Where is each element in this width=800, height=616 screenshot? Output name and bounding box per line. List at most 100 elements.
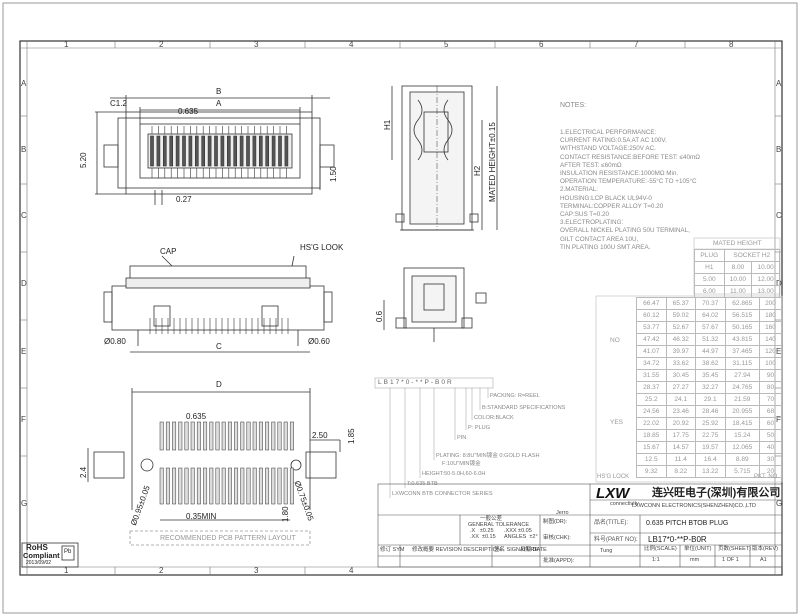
pin-body xyxy=(207,135,212,167)
zone-col-3: 3 xyxy=(254,40,259,49)
pin-body xyxy=(163,135,167,167)
dim-520: 5.20 xyxy=(79,152,88,168)
table-cell: 18.85 xyxy=(636,429,667,442)
part-code-label: P: PLUG xyxy=(468,425,491,431)
zone-col-1: 1 xyxy=(64,40,69,49)
table-cell: 22.75 xyxy=(695,429,726,442)
table-cell: 22.02 xyxy=(636,417,667,430)
part-code-label: PIN xyxy=(457,435,467,441)
table-cell: 59.02 xyxy=(665,309,696,322)
table-cell: 68 xyxy=(759,405,782,418)
pcb-pad xyxy=(190,421,195,451)
scale-value: 1:1 xyxy=(652,557,660,563)
table-cell: 20.955 xyxy=(724,405,760,418)
part-value: LB17*0-**P-B0R xyxy=(648,535,707,544)
mated-head-plug: PLUG xyxy=(694,249,725,262)
table-cell: 52.67 xyxy=(665,321,696,334)
pcb-caption: RECOMMENDED PCB PATTERN LAYOUT xyxy=(160,535,296,542)
tolerance-line: .X ±0.25 xyxy=(470,528,494,534)
table-cell: 41.07 xyxy=(636,345,667,358)
part-code-label: PLATING: 8:8U"MIN镀金 0:GOLD FLASH xyxy=(436,453,540,459)
table-cell: 47.42 xyxy=(636,333,667,346)
table-cell: 14.57 xyxy=(665,441,696,454)
pcb-pad xyxy=(258,421,263,451)
pin-body xyxy=(258,135,263,167)
part-code-label: LXWCONN BTB CONNECTOR SERIES xyxy=(392,491,493,497)
zone-row-e: E xyxy=(21,347,27,356)
table-cell: 43.815 xyxy=(724,333,760,346)
pcb-pad xyxy=(271,467,276,505)
pcb-pad xyxy=(252,467,257,505)
pcb-pad xyxy=(227,421,232,451)
pin-body xyxy=(246,135,250,167)
pin-body xyxy=(278,135,282,167)
zone-col-5: 5 xyxy=(444,40,449,49)
zone-col-2: 2 xyxy=(159,40,164,49)
mated-height-table: PLUG SOCKET H2 H1 8.00 10.00 5.00 10.00 … xyxy=(694,249,781,298)
top-view-pins xyxy=(150,126,289,178)
pcb-pad xyxy=(159,467,164,505)
table-cell: 21.59 xyxy=(724,393,760,406)
title-value: 0.635 PITCH BTOB PLUG xyxy=(646,520,729,527)
drawn-label: 制图(DR): xyxy=(543,519,568,525)
dim-185: 1.85 xyxy=(347,428,356,444)
rev-value: A1 xyxy=(760,557,767,563)
table-cell: 65.37 xyxy=(665,297,696,310)
zone-col-2-bottom: 2 xyxy=(159,566,164,575)
pcb-pad xyxy=(289,421,294,451)
table-cell: 39.97 xyxy=(665,345,696,358)
approved-by: Tung xyxy=(600,548,613,554)
pcb-pad xyxy=(271,421,276,451)
pcb-pad xyxy=(209,421,214,451)
table-cell: 60 xyxy=(759,417,782,430)
table-cell: 16.4 xyxy=(695,453,726,466)
mated-cell: 10.00 xyxy=(751,261,780,274)
pcb-pad xyxy=(196,421,201,451)
notes-line: WITHSTAND VOLTAGE:250V AC. xyxy=(560,145,656,153)
table-cell: 50.165 xyxy=(724,321,760,334)
zone-row-b: B xyxy=(21,145,27,154)
zone-row-c: C xyxy=(21,211,27,220)
table-cell: 27.94 xyxy=(724,369,760,382)
table-cell: 12.5 xyxy=(636,453,667,466)
pin-body xyxy=(201,135,205,167)
notes-line: CAP:SUS T=0.20 xyxy=(560,211,610,219)
table-cell: 17.75 xyxy=(665,429,696,442)
company-logo: LXW connectivity xyxy=(596,486,639,508)
table-cell: 15.67 xyxy=(636,441,667,454)
table-cell: 19.57 xyxy=(695,441,726,454)
rev-header-sym: 修订 SYM xyxy=(380,547,405,553)
dim-b: B xyxy=(216,87,222,96)
dim-06: 0.6 xyxy=(375,310,384,322)
pcb-pad xyxy=(221,467,226,505)
table-cell: 50 xyxy=(759,429,782,442)
table-cell: 64.02 xyxy=(695,309,726,322)
table-cell: 90 xyxy=(759,369,782,382)
pcb-pad xyxy=(178,467,183,505)
notes-line: 2.MATERIAL: xyxy=(560,186,599,194)
table-cell: 24.56 xyxy=(636,405,667,418)
dim-c: C xyxy=(216,342,222,351)
dim-080: Ø0.80 xyxy=(104,337,126,346)
pcb-pad xyxy=(252,421,257,451)
zone-row-a: A xyxy=(21,79,27,88)
part-code-label: PACKING: R=REEL xyxy=(490,393,540,399)
part-code-label: F:10U"MIN镀金 xyxy=(442,461,481,467)
pcb-pad xyxy=(277,467,282,505)
table-cell: 15.24 xyxy=(724,429,760,442)
table-cell: 30 xyxy=(759,453,782,466)
notes-line: TERMINAL:COPPER ALLOY T=0.20 xyxy=(560,202,664,210)
table-cell: 57.67 xyxy=(695,321,726,334)
table-cell: 24.765 xyxy=(724,381,760,394)
notes-line: CONTACT RESISTANCE:BEFORE TEST: ≤40mΩ xyxy=(560,153,700,161)
dim-h1: H1 xyxy=(383,119,392,130)
rohs-sub: Compliant xyxy=(23,551,60,560)
dim-d: D xyxy=(216,380,222,389)
dim-035: 0.35MIN xyxy=(186,512,217,521)
